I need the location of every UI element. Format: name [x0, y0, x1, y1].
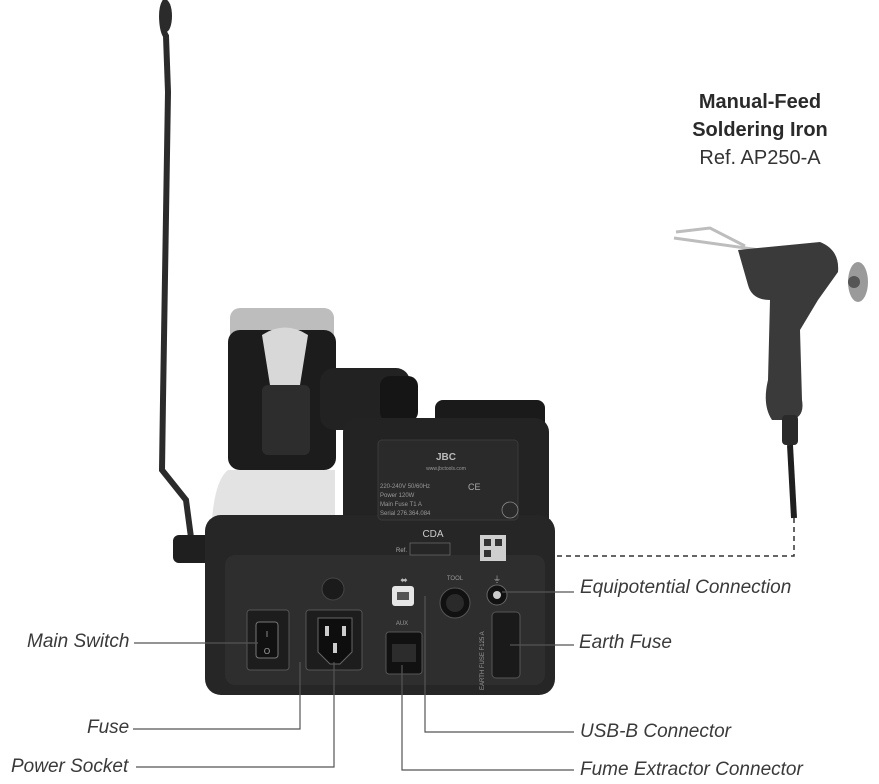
ports: ⬌ TOOL ⏚ AUX EARTH FUSE F125 A I O	[246, 575, 521, 690]
earth-fuse-label: EARTH FUSE F125 A	[480, 631, 486, 690]
callout-equipotential: Equipotential Connection	[580, 577, 792, 598]
spec-power: Power 120W	[380, 493, 415, 499]
spec-voltage: 220-240V 50/60Hz	[380, 484, 430, 490]
spec-fuse: Main Fuse T1 A	[380, 502, 422, 508]
ref-label: Ref.	[396, 548, 407, 554]
callout-fuse: Fuse	[87, 717, 130, 738]
model-name: CDA	[422, 529, 443, 540]
callout-fume-extractor: Fume Extractor Connector	[580, 759, 803, 780]
leader-lines	[133, 591, 574, 771]
callout-earth-fuse: Earth Fuse	[579, 632, 672, 653]
svg-text:CE: CE	[468, 482, 481, 492]
brand-logo: JBC	[436, 452, 456, 463]
tool-port-label: TOOL	[447, 576, 464, 582]
leader-fuse	[133, 662, 301, 730]
callout-usb-b: USB-B Connector	[580, 721, 732, 742]
callout-main-switch: Main Switch	[27, 631, 130, 652]
holder-rod	[158, 0, 213, 563]
rating-label: JBC www.jbctools.com 220-240V 50/60Hz Po…	[377, 439, 519, 561]
iron-cable-connection	[554, 518, 795, 557]
spec-serial: Serial 276.364.084	[380, 511, 431, 517]
leader-usb	[424, 596, 574, 733]
svg-text:⬌: ⬌	[400, 575, 408, 585]
svg-text:O: O	[264, 647, 270, 656]
tip-holder	[212, 308, 418, 520]
product-name-line1: Manual-Feed	[698, 91, 822, 113]
product-heading: Manual-Feed Soldering Iron Ref. AP250-A	[660, 88, 860, 172]
aux-port-label: AUX	[396, 621, 408, 627]
brand-website: www.jbctools.com	[426, 466, 466, 472]
svg-text:I: I	[266, 630, 268, 639]
callout-power-socket: Power Socket	[11, 756, 129, 777]
leader-power-socket	[136, 662, 335, 768]
product-name-line2: Soldering Iron	[692, 119, 828, 141]
svg-text:⏚: ⏚	[493, 575, 501, 584]
product-reference: Ref. AP250-A	[699, 147, 821, 169]
leader-fume	[401, 665, 574, 771]
soldering-iron	[673, 226, 868, 519]
